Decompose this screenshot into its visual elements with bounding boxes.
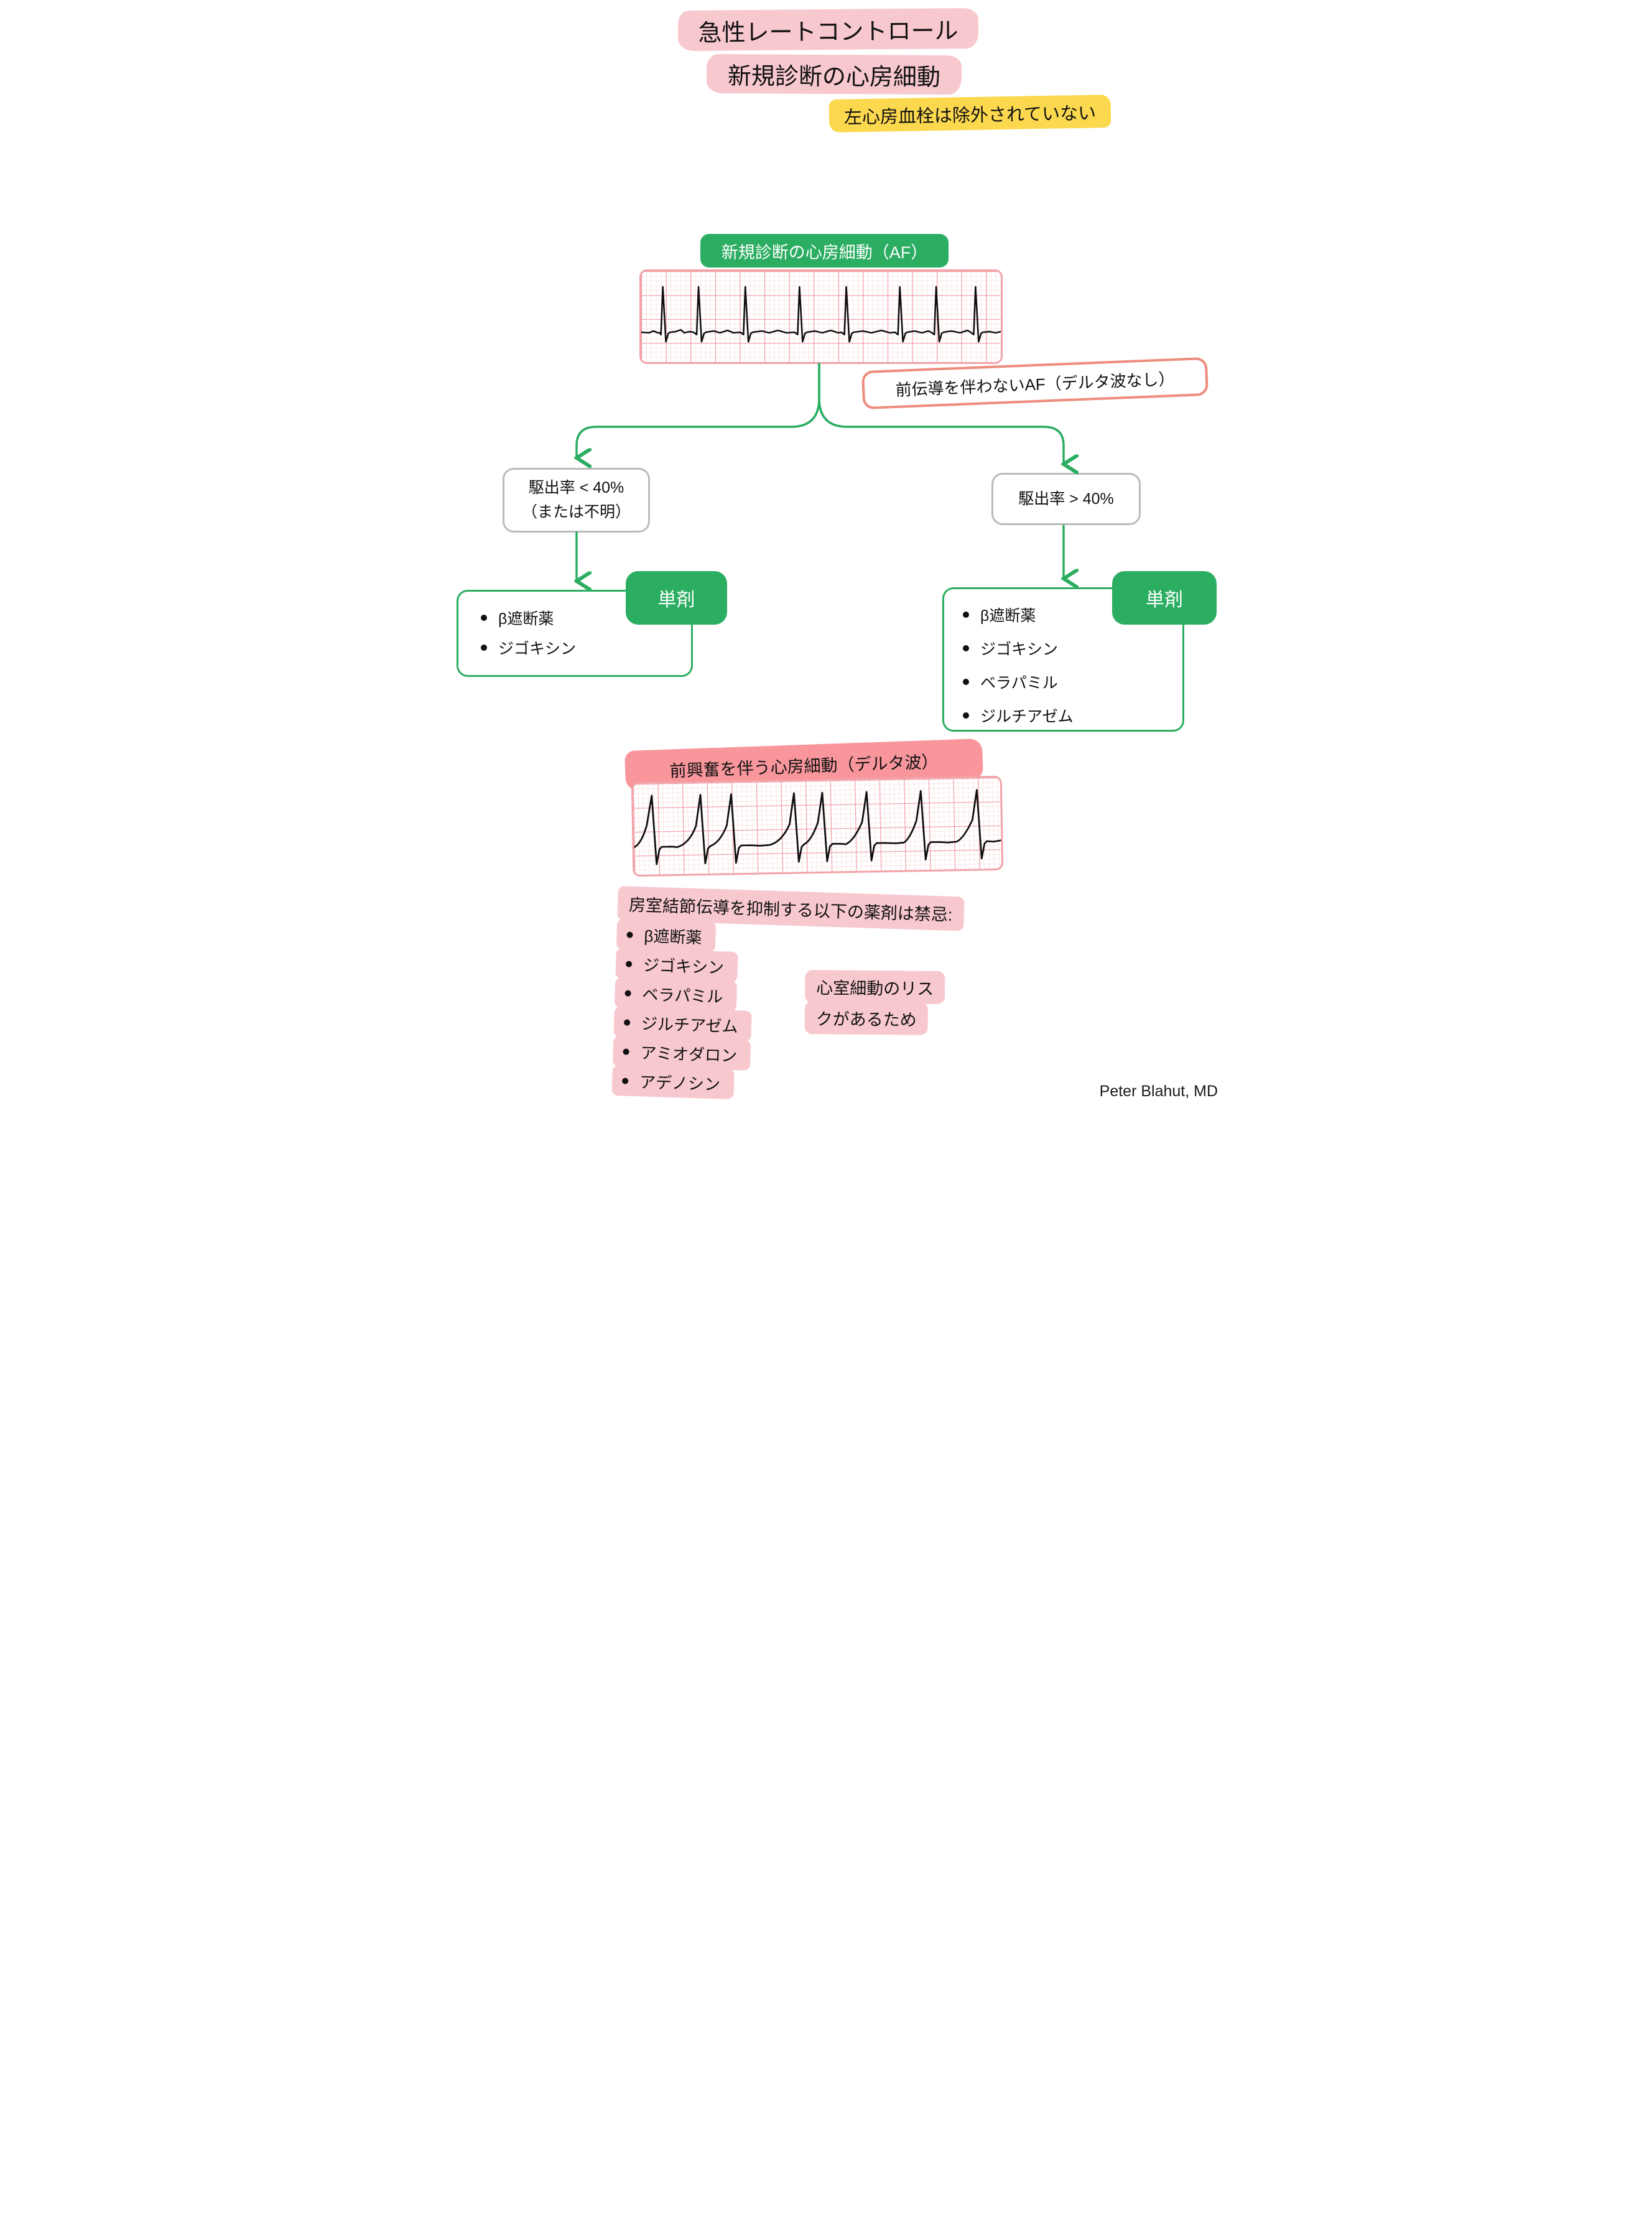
list-item: ジルチアゼム <box>963 699 1182 732</box>
ecg-strip-af <box>639 269 1003 364</box>
contraindicated-drug: ベラパミル <box>614 977 738 1012</box>
bullet-icon <box>963 712 969 719</box>
vf-risk-line2: クがあるため <box>804 1001 929 1035</box>
vf-risk-note: 心室細動のリス クがあるため <box>804 970 945 1035</box>
list-item: ベラパミル <box>963 665 1182 699</box>
drug-label: β遮断薬 <box>644 926 702 948</box>
bullet-icon <box>623 1018 631 1026</box>
page-title-line2: 新規診断の心房細動 <box>706 54 962 95</box>
contraindicated-drug: β遮断薬 <box>616 918 717 953</box>
ecg-grid <box>641 271 1001 362</box>
contraindicated-drug: ジゴキシン <box>615 948 738 983</box>
bullet-icon <box>481 615 487 621</box>
bullet-icon <box>625 960 633 967</box>
condition-ef-under-40-line2: （または不明） <box>521 503 631 521</box>
author-credit: Peter Blahut, MD <box>1099 1083 1218 1100</box>
drug-label: ジゴキシン <box>498 640 577 658</box>
infographic-canvas: 急性レートコントロール 新規診断の心房細動 左心房血栓は除外されていない 新規診… <box>413 0 1239 1118</box>
ecg-af-trace <box>641 286 1001 343</box>
list-item: β遮断薬 <box>963 598 1182 631</box>
bullet-icon <box>481 645 487 651</box>
bullet-icon <box>626 931 633 938</box>
bullet-icon <box>963 612 969 618</box>
drug-label: β遮断薬 <box>980 607 1036 625</box>
drug-label: ジルチアゼム <box>641 1014 738 1036</box>
drug-box-low-ef: β遮断薬 ジゴキシン <box>457 590 693 677</box>
condition-ef-under-40: 駆出率 < 40% （または不明） <box>503 468 650 533</box>
label-af-no-delta: 前伝導を伴わないAF（デルタ波なし） <box>861 356 1209 410</box>
drug-label: ベラパミル <box>642 985 723 1007</box>
page-title-line1: 急性レートコントロール <box>677 7 979 52</box>
list-item: ジゴキシン <box>963 631 1182 665</box>
drug-label: ジルチアゼム <box>980 708 1074 725</box>
drug-label: ジゴキシン <box>980 641 1059 658</box>
bullet-icon <box>622 1077 629 1084</box>
bullet-icon <box>963 679 969 685</box>
contraindicated-drug: アデノシン <box>611 1064 735 1099</box>
condition-ef-under-40-line1: 駆出率 < 40% <box>528 479 624 497</box>
list-item: ジゴキシン <box>481 633 691 663</box>
bullet-icon <box>963 645 969 651</box>
monotherapy-tag-left: 単剤 <box>626 571 727 625</box>
drug-label: アデノシン <box>639 1073 721 1094</box>
bullet-icon <box>624 989 631 997</box>
ecg-strip-preexcited-af <box>631 775 1004 877</box>
drug-label: β遮断薬 <box>498 610 554 628</box>
drug-label: アミオダロン <box>640 1043 738 1066</box>
connector-stem-left <box>577 363 820 458</box>
ecg-af-graphic <box>641 271 1001 362</box>
drug-label: ジゴキシン <box>643 956 725 977</box>
warning-note: 左心房血栓は除外されていない <box>828 95 1111 133</box>
bullet-icon <box>623 1048 629 1055</box>
condition-ef-over-40-label: 駆出率 > 40% <box>1018 490 1114 508</box>
condition-ef-over-40: 駆出率 > 40% <box>991 473 1141 525</box>
root-node-af: 新規診断の心房細動（AF） <box>700 234 949 268</box>
ecg-preexcited-trace <box>633 789 1002 865</box>
drug-label: ベラパミル <box>980 674 1058 692</box>
list-item: β遮断薬 <box>481 603 691 633</box>
monotherapy-tag-right: 単剤 <box>1112 571 1217 625</box>
vf-risk-line1: 心室細動のリス <box>804 970 945 1004</box>
ecg-preexcited-graphic <box>633 777 1002 875</box>
